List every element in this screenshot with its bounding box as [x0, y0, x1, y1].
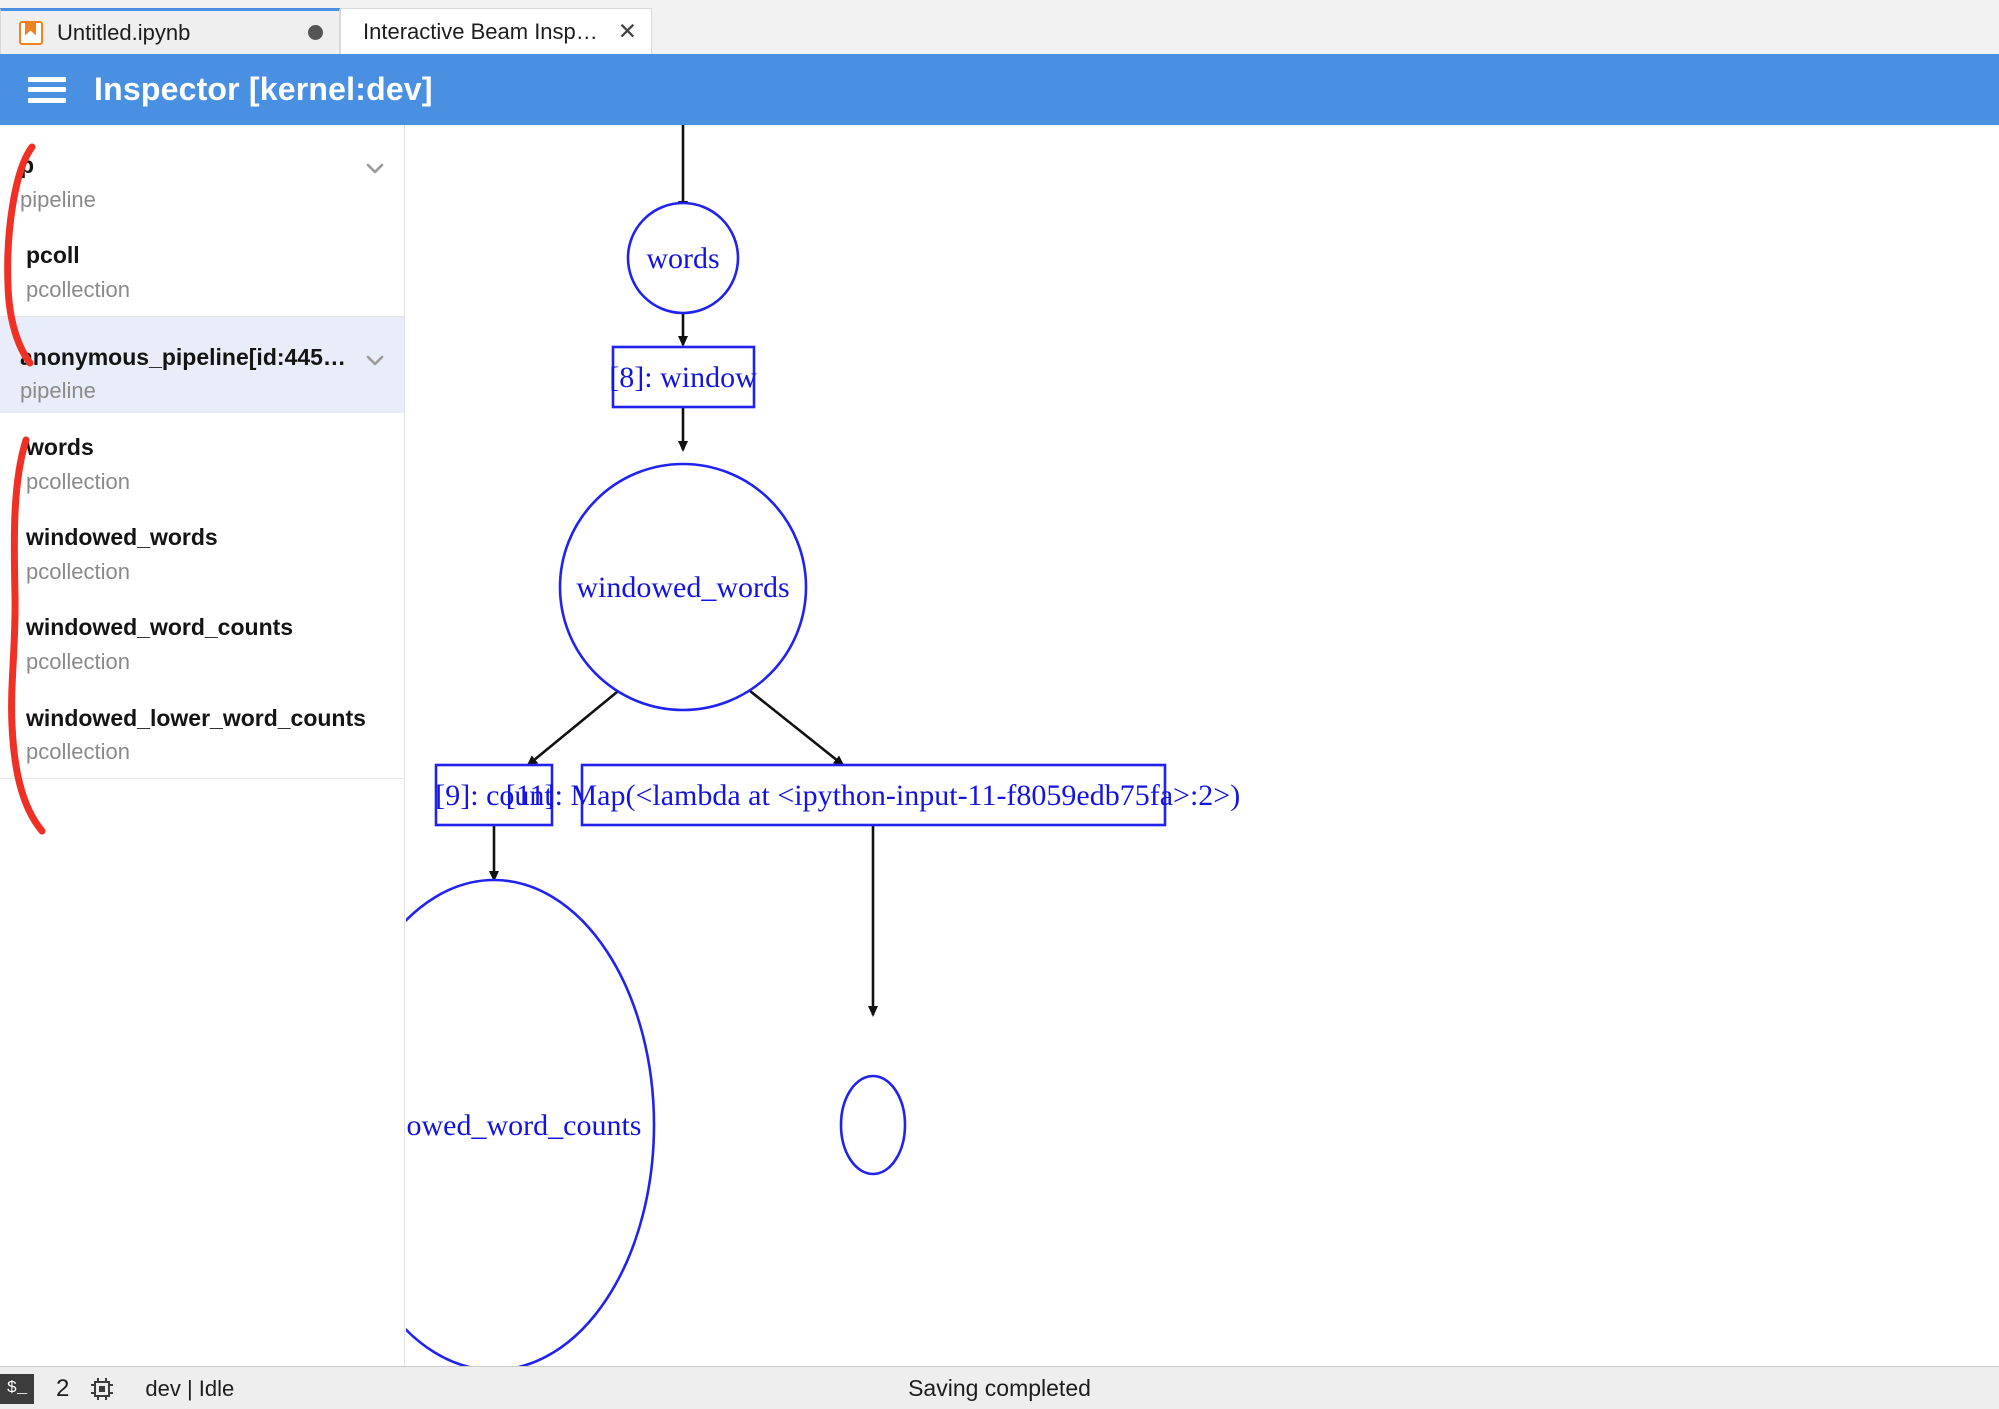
sidebar-item-windowed-lower-word-counts[interactable]: windowed_lower_word_counts pcollection: [0, 684, 404, 774]
chevron-down-icon[interactable]: [362, 347, 388, 373]
sidebar-item-words[interactable]: words pcollection: [0, 413, 404, 503]
sidebar-item-pipeline-anonymous[interactable]: anonymous_pipeline[id:44516… pipeline: [0, 316, 404, 413]
graph-node-label: windowed_words: [576, 571, 789, 604]
unsaved-dot-icon[interactable]: [308, 25, 323, 40]
close-icon[interactable]: ✕: [617, 18, 637, 44]
graph-node-map-lambda[interactable]: [580, 763, 1167, 827]
pipeline-graph-canvas[interactable]: words [8]: window windowed_words [9]: co…: [406, 125, 1999, 1366]
sidebar-item-type: pcollection: [26, 468, 130, 494]
sidebar-item-label: windowed_words: [26, 524, 218, 550]
sidebar-item-label: pcoll: [26, 242, 80, 269]
sidebar-item-label: p: [20, 152, 35, 178]
kernel-status[interactable]: dev | Idle: [145, 1375, 235, 1401]
graph-node-window[interactable]: [611, 345, 756, 409]
sidebar-item-label: words: [26, 433, 94, 460]
terminal-count: 2: [56, 1374, 70, 1402]
graph-node-words[interactable]: [626, 201, 740, 315]
edge-windowedwords-count: [526, 681, 629, 767]
sidebar-item-type: pcollection: [26, 739, 130, 765]
pipeline-group: anonymous_pipeline[id:44516… pipeline wo…: [0, 316, 404, 779]
graph-node-label: [8]: window: [609, 361, 757, 394]
graph-node-label: [11]: Map(<lambda at <ipython-input-11-f…: [506, 779, 1240, 812]
graph-node-label: [9]: count: [435, 779, 553, 812]
sidebar-item-type: pcollection: [26, 649, 130, 674]
sidebar-item-type: pipeline: [20, 378, 96, 404]
status-bar: $_ 2 dev | Idle Saving completed: [0, 1366, 1999, 1409]
pipeline-graph: words [8]: window windowed_words [9]: co…: [406, 125, 1240, 1366]
sidebar-item-type: pipeline: [20, 186, 96, 212]
graph-node-label: windowed_word_counts: [406, 1109, 641, 1142]
chevron-down-icon[interactable]: [362, 155, 388, 181]
graph-node-windowed-word-counts[interactable]: [406, 878, 656, 1366]
tab-label: Untitled.ipynb: [57, 19, 191, 45]
terminal-icon[interactable]: $_: [0, 1373, 34, 1404]
sidebar-item-label: windowed_lower_word_counts: [26, 704, 366, 731]
inspector-header: Inspector [kernel:dev]: [0, 54, 1999, 125]
edge-windowedwords-map: [739, 681, 845, 767]
tab-label: Interactive Beam Inspector: [363, 18, 608, 44]
graph-node-count[interactable]: [434, 763, 554, 827]
sidebar-item-pipeline-p[interactable]: p pipeline: [0, 125, 404, 221]
sidebar-item-type: pcollection: [26, 277, 130, 302]
inspectables-sidebar[interactable]: p pipeline pcoll pcollection anonymous_p…: [0, 125, 405, 1366]
tab-interactive-beam-inspector[interactable]: Interactive Beam Inspector ✕: [340, 8, 652, 54]
status-message: Saving completed: [908, 1375, 1091, 1401]
sidebar-item-pcoll[interactable]: pcoll pcollection: [0, 221, 404, 311]
graph-node-label: words: [646, 242, 719, 275]
sidebar-item-type: pcollection: [26, 558, 130, 584]
page-title: Inspector [kernel:dev]: [94, 71, 433, 107]
sidebar-item-label: anonymous_pipeline[id:44516…: [20, 343, 354, 370]
pipeline-group: p pipeline pcoll pcollection: [0, 125, 404, 317]
graph-node-unnamed[interactable]: [839, 1074, 907, 1176]
sidebar-item-windowed-words[interactable]: windowed_words pcollection: [0, 503, 404, 593]
notebook-icon: [19, 20, 43, 45]
hamburger-icon[interactable]: [28, 76, 66, 103]
sidebar-item-label: windowed_word_counts: [26, 614, 294, 641]
sidebar-item-windowed-word-counts[interactable]: windowed_word_counts pcollection: [0, 593, 404, 683]
graph-node-windowed-words[interactable]: [558, 462, 808, 712]
cpu-icon[interactable]: [89, 1376, 115, 1402]
tab-untitled-ipynb[interactable]: Untitled.ipynb: [0, 8, 340, 54]
tab-bar: Untitled.ipynb Interactive Beam Inspecto…: [0, 0, 1999, 55]
